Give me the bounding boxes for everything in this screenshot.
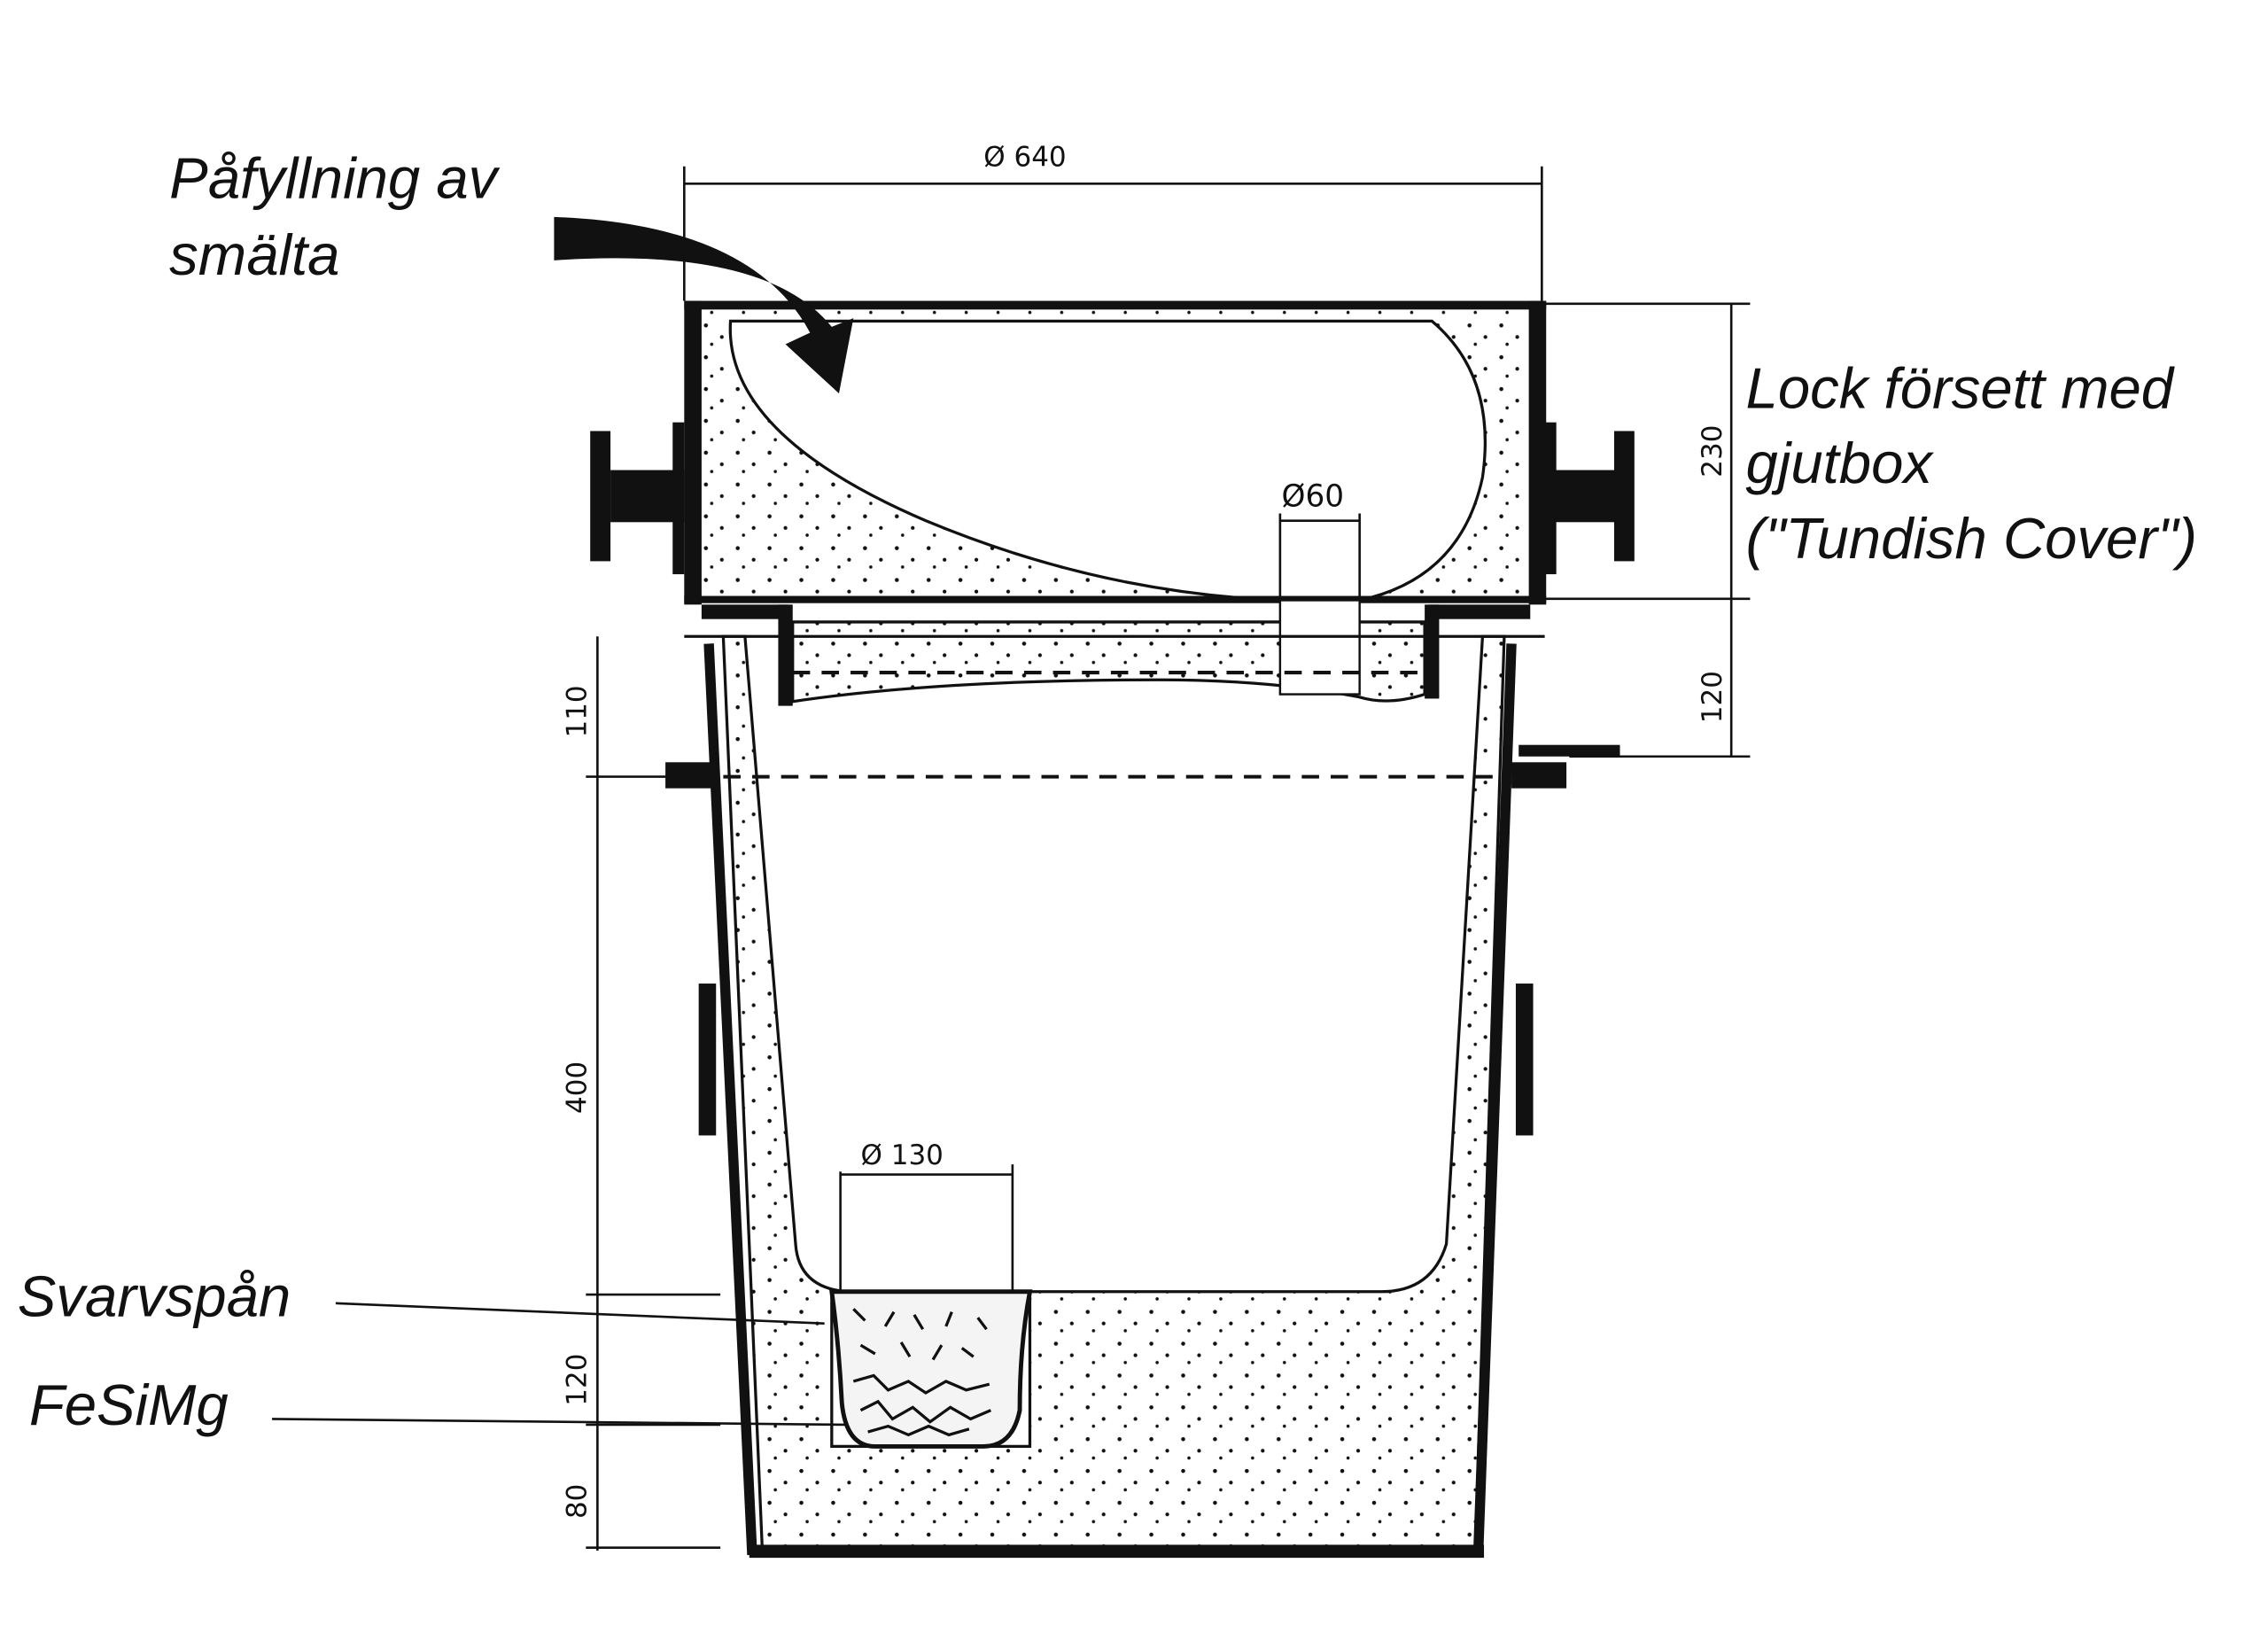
dim-bottom: 80 (561, 1484, 593, 1519)
label-cover-1: Lock försett med (1746, 355, 2176, 420)
alloy-pocket (829, 1289, 1033, 1449)
dim-cover-height: 230 (1697, 425, 1728, 478)
cover-handle-left (590, 422, 685, 575)
dim-body-height: 400 (561, 1061, 593, 1114)
dim-pour-hole: Ø60 (1282, 478, 1345, 514)
label-alloy: FeSiMg (29, 1372, 229, 1437)
cover-handle-right (1544, 422, 1635, 575)
label-turnings: Svarvspån (18, 1264, 291, 1329)
label-filling-2: smälta (169, 222, 339, 287)
tundish-cover (684, 300, 1547, 706)
dim-pocket-diameter: Ø 130 (860, 1139, 943, 1171)
dim-cover-lower: 120 (1697, 671, 1728, 723)
filling-arrow-icon (554, 216, 854, 394)
label-cover-2: gjutbox (1746, 431, 1935, 495)
label-cover-3: ("Tundish Cover") (1746, 506, 2197, 571)
ladle-body (665, 634, 1620, 1559)
dim-rim-height: 110 (561, 685, 593, 737)
dimension-lines (272, 166, 1751, 1551)
label-filling-1: Påfyllning av (169, 146, 500, 211)
dim-pocket-height: 120 (561, 1354, 593, 1406)
dim-outer-diameter: Ø 640 (983, 142, 1066, 174)
